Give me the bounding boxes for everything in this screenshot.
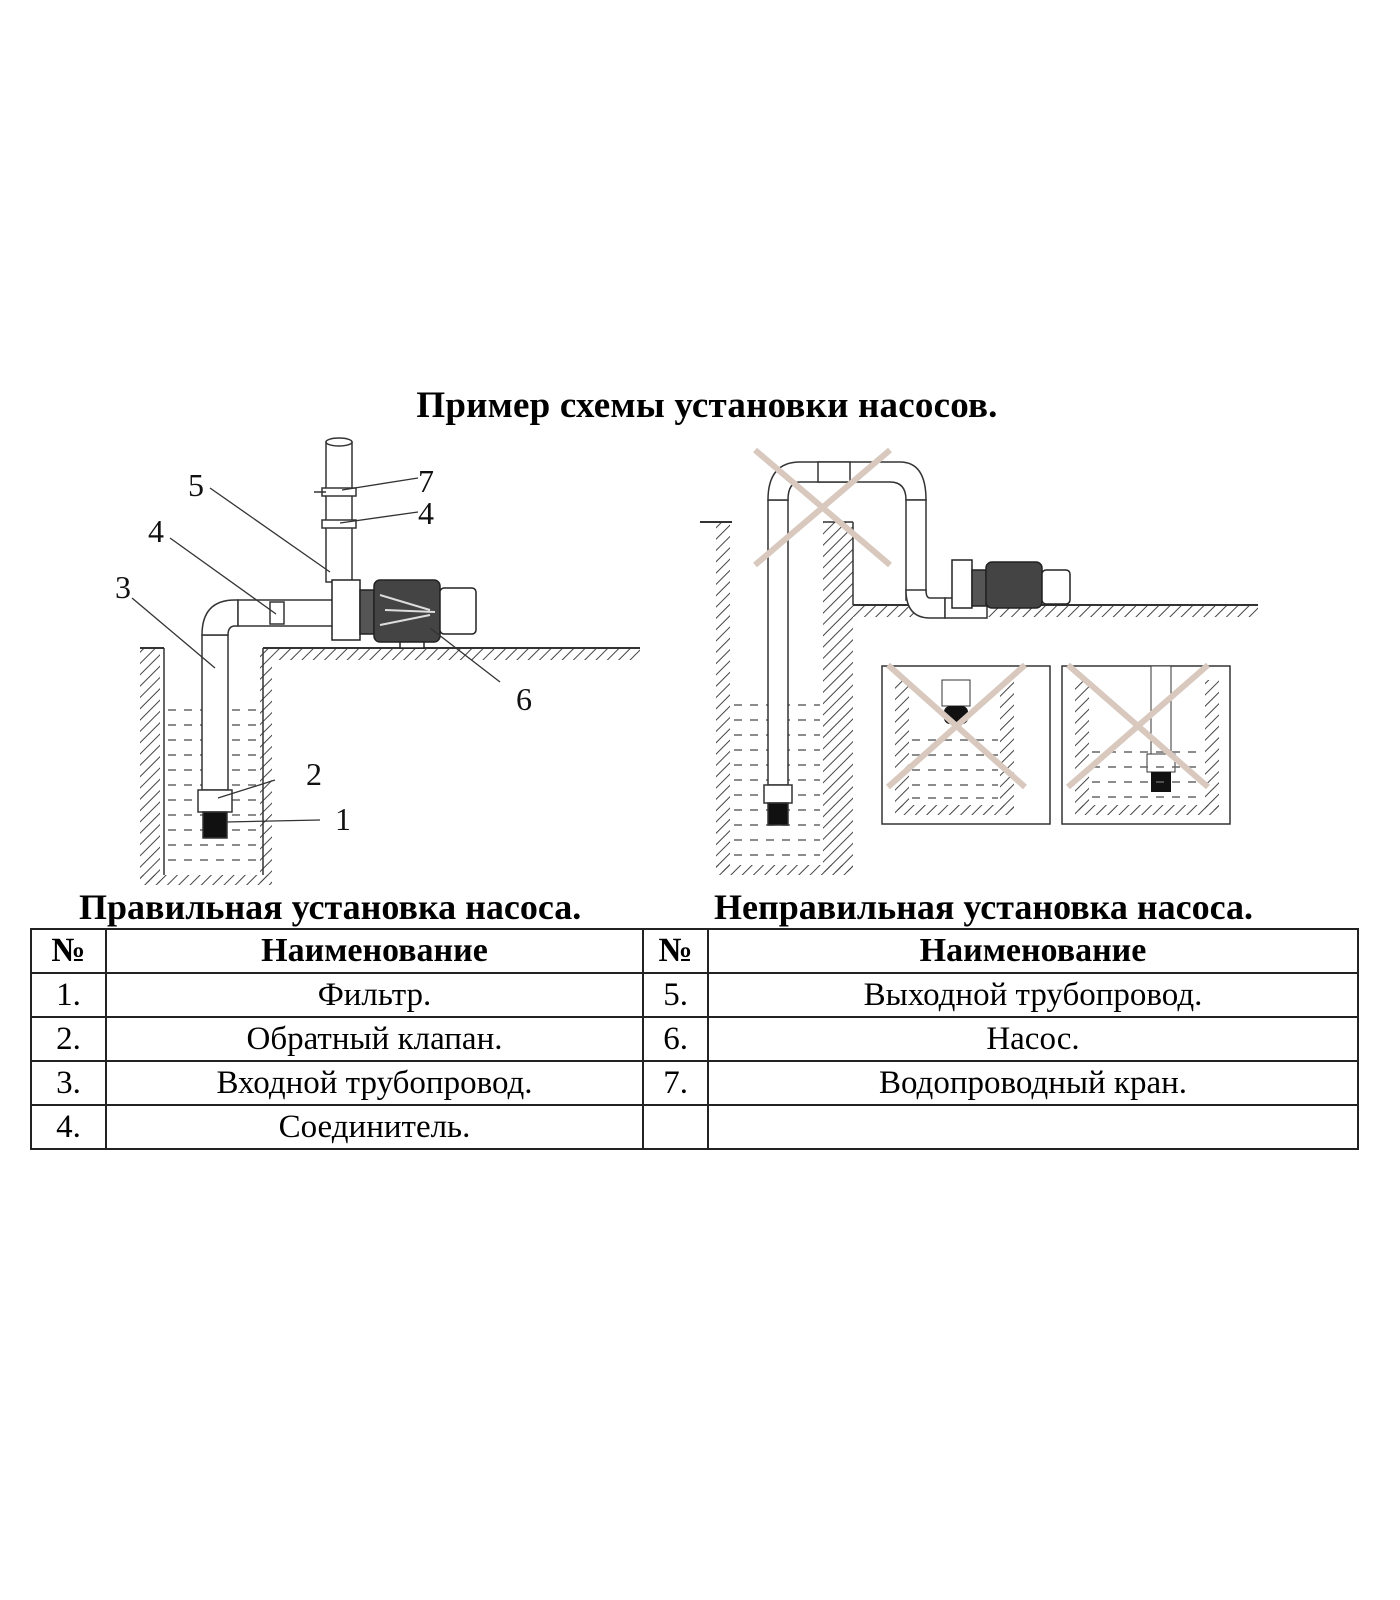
cell-name: Выходной трубопровод.	[707, 972, 1359, 1018]
table-header-row: № Наименование № Наименование	[30, 928, 1359, 974]
table-row: 4. Соединитель.	[30, 1104, 1359, 1150]
cell-name: Соединитель.	[104, 1104, 645, 1150]
table-row: 2. Обратный клапан. 6. Насос.	[30, 1016, 1359, 1062]
incorrect-installation-diagram	[700, 447, 1258, 875]
header-name-left: Наименование	[104, 928, 645, 974]
callout-3: 3	[115, 569, 131, 605]
cell-number: 4.	[30, 1104, 107, 1150]
cell-number	[642, 1104, 710, 1150]
table-row: 3. Входной трубопровод. 7. Водопроводный…	[30, 1060, 1359, 1106]
ground	[140, 647, 640, 885]
panel-3	[1061, 665, 1231, 825]
cell-name: Насос.	[707, 1016, 1359, 1062]
callout-1: 1	[335, 801, 351, 837]
cell-number: 6.	[642, 1016, 710, 1062]
header-number-left: №	[30, 928, 107, 974]
caption-correct-installation: Правильная установка насоса.	[79, 887, 582, 927]
callout-7: 7	[418, 463, 434, 499]
callout-6: 6	[516, 681, 532, 717]
pump-incorrect	[951, 559, 1071, 609]
callout-numbers: 1 2 3 4 4 5 6 7	[115, 463, 532, 837]
cell-name: Фильтр.	[104, 972, 645, 1018]
cell-name: Обратный клапан.	[104, 1016, 645, 1062]
callout-4-outlet: 4	[418, 495, 434, 531]
pump	[331, 579, 477, 649]
cell-number: 2.	[30, 1016, 107, 1062]
outlet-pipe	[314, 437, 357, 583]
cell-name	[707, 1104, 1359, 1150]
header-number-right: №	[642, 928, 710, 974]
page-title: Пример схемы установки насосов.	[416, 385, 998, 426]
caption-incorrect-installation: Неправильная установка насоса.	[714, 887, 1253, 927]
callout-2: 2	[306, 756, 322, 792]
header-name-right: Наименование	[707, 928, 1359, 974]
loop-pipe	[763, 461, 988, 826]
well-water	[734, 704, 820, 856]
cell-number: 3.	[30, 1060, 107, 1106]
cell-name: Водопроводный кран.	[707, 1060, 1359, 1106]
cross-marks	[753, 447, 1210, 790]
table-row: 1. Фильтр. 5. Выходной трубопровод.	[30, 972, 1359, 1018]
panel-2	[881, 665, 1051, 825]
correct-installation-diagram: 1 2 3 4 4 5 6 7	[115, 437, 640, 885]
callout-lines	[131, 477, 501, 823]
cell-number: 1.	[30, 972, 107, 1018]
callout-5: 5	[188, 467, 204, 503]
parts-legend-table: № Наименование № Наименование 1. Фильтр.…	[30, 928, 1359, 1150]
cell-number: 7.	[642, 1060, 710, 1106]
cell-number: 5.	[642, 972, 710, 1018]
cell-name: Входной трубопровод.	[104, 1060, 645, 1106]
callout-4-inlet: 4	[148, 513, 164, 549]
